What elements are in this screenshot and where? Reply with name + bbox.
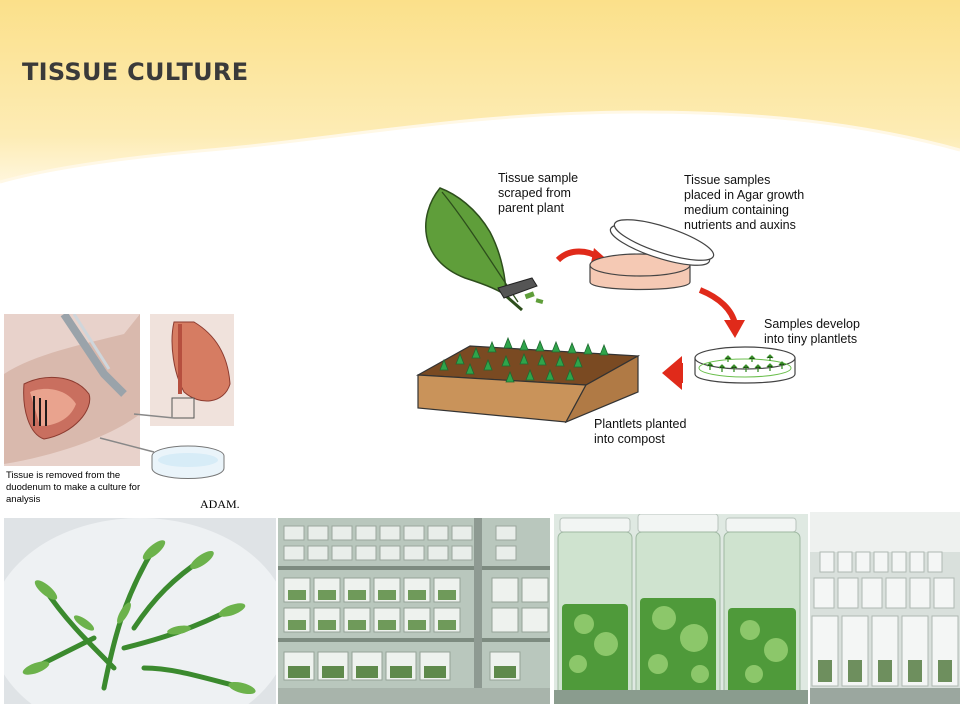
step1-label-line3: parent plant [498, 201, 565, 215]
tissue-culture-process-diagram: Tissue sample scraped from parent plant … [415, 171, 860, 446]
adam-caption: Tissue is removed from the duodenum to m… [6, 470, 141, 505]
red-arrow-2-icon [698, 287, 745, 338]
petri-dish-with-plantlets [694, 346, 796, 384]
adam-logo-text: ADAM. [200, 497, 240, 511]
header-wave-band [0, 0, 960, 184]
step3-label-line2: into tiny plantlets [764, 332, 857, 346]
step4-label-line2: into compost [594, 432, 665, 446]
step2-label-line3: medium containing [684, 203, 789, 217]
step1-label-line1: Tissue sample [498, 171, 578, 185]
step4-label-line1: Plantlets planted [594, 417, 686, 431]
photo-culture-tubes-rows [810, 512, 960, 704]
slide-title: TISSUE CULTURE [22, 58, 249, 86]
step1-label-line2: scraped from [498, 186, 571, 200]
leaf-illustration [425, 187, 544, 312]
step2-label-line1: Tissue samples [684, 173, 770, 187]
petri-dish-with-lid [589, 219, 715, 291]
photo-culture-jars [554, 514, 808, 704]
red-arrow-3-icon [662, 356, 682, 390]
duodenum-illustration [4, 314, 234, 479]
photo-culture-containers-on-shelves [278, 518, 550, 704]
step2-label-line2: placed in Agar growth [684, 188, 804, 202]
step2-label-line4: nutrients and auxins [684, 218, 796, 232]
photo-plantlets-in-dish [4, 518, 276, 704]
step3-label-line1: Samples develop [764, 317, 860, 331]
compost-box-with-plantlets [415, 336, 641, 424]
